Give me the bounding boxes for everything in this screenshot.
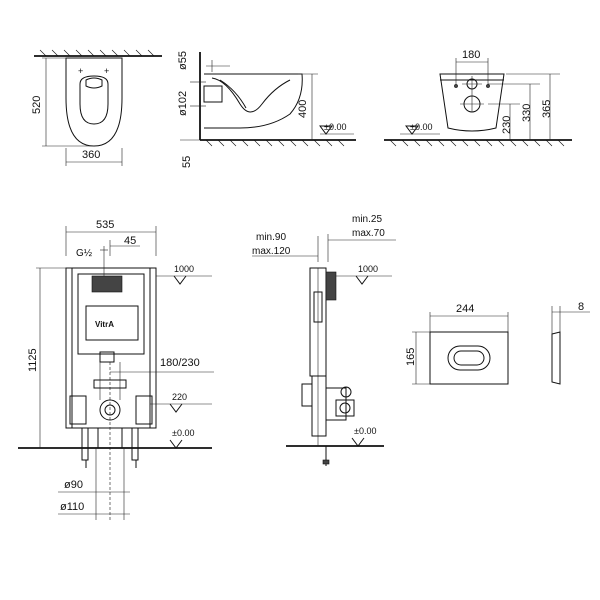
seat-hinge: [85, 77, 103, 89]
level-marker: [319, 125, 333, 135]
mount-mark-right: +: [104, 66, 109, 76]
level-marker: [169, 403, 183, 413]
side-level: ±0.00: [354, 426, 376, 436]
floor-hatch: [205, 139, 345, 147]
side-height-dim: 400: [297, 100, 309, 118]
frame-offset: 45: [124, 235, 136, 247]
top-width-label: 360: [82, 149, 100, 161]
min-label: min.90: [256, 232, 286, 243]
drain-elbow: [326, 387, 347, 421]
wc-inner-trap: [211, 77, 291, 113]
side-floor-gap: 55: [181, 156, 193, 168]
frame-height: 1125: [27, 348, 39, 372]
mount-mark-left: +: [78, 66, 83, 76]
front-view: 180 230 330 365 ±0.00: [384, 49, 572, 147]
side-pipe-dim: ø102: [177, 91, 189, 116]
floor-hatch: [389, 139, 565, 147]
drain-outlet: [335, 399, 355, 417]
cistern-label-panel: [85, 305, 139, 341]
side-top-dim: ø55: [177, 51, 189, 70]
bracket-left: [69, 395, 87, 425]
flush-plate-view: 244 165 8: [405, 301, 590, 385]
actuator-block: [325, 271, 337, 301]
flush-opening: [91, 275, 123, 293]
min2-label: min.25: [352, 214, 382, 225]
side-level-top: 1000: [358, 264, 378, 274]
level-marker: [405, 125, 419, 135]
level-marker: [351, 437, 365, 447]
level-marker: [169, 439, 183, 449]
frame-range: 180/230: [160, 357, 200, 369]
wall-hatch: [39, 49, 155, 57]
plate-width: 244: [456, 303, 474, 315]
level-marker: [355, 275, 369, 285]
top-view: + + 520 360: [31, 49, 162, 166]
pipe-small: ø90: [64, 479, 83, 491]
wc-bowl-outline: [204, 73, 303, 129]
lower-frame: [311, 375, 327, 437]
front-spacing: 180: [462, 49, 480, 61]
front-d2: 330: [521, 104, 533, 122]
top-depth-label: 520: [31, 96, 43, 114]
bracket-right: [135, 395, 153, 425]
wc-front-outline: [439, 73, 505, 132]
side-level: ±0.00: [324, 122, 346, 132]
bowl-opening: [79, 75, 109, 125]
frame-width: 535: [96, 219, 114, 231]
side-view: ø55 ø102 400 55 ±0.00: [177, 51, 356, 168]
wc-inner-line: [219, 79, 247, 109]
pipe-large: ø110: [60, 501, 84, 513]
max-label: max.120: [252, 246, 291, 257]
flush-plate: [429, 331, 509, 385]
flush-plate-side: [551, 331, 561, 385]
flush-button-inner: [453, 350, 485, 366]
frame-front-view: 535 45 G½ VitrA 1125: [18, 219, 214, 520]
frame-level-top: 1000: [174, 264, 194, 274]
max2-label: max.70: [352, 228, 385, 239]
brand-label: VitrA: [95, 320, 114, 329]
front-level: ±0.00: [410, 122, 432, 132]
frame-thread: G½: [76, 248, 93, 259]
plate-thickness: 8: [578, 301, 584, 313]
leg-left: [81, 427, 89, 461]
front-d1: 230: [501, 116, 513, 134]
frame-side-view: min.90 max.120 min.25 max.70 1000 ±0.00: [252, 214, 396, 466]
cistern: [77, 273, 145, 355]
frame-level: ±0.00: [172, 428, 194, 438]
drain-pipe: [203, 85, 223, 103]
plate-height: 165: [405, 348, 417, 366]
level-marker: [173, 275, 187, 285]
front-d3: 365: [541, 100, 553, 118]
bowl-outline: [65, 57, 123, 147]
frame-level-mid: 220: [172, 392, 187, 402]
leg-right: [131, 427, 139, 461]
